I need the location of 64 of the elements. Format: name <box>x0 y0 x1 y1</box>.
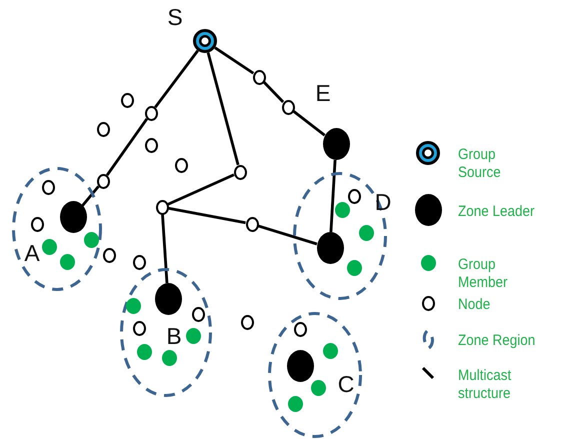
member-dot <box>126 298 140 314</box>
zone-letter: C <box>336 371 356 397</box>
connector-line <box>262 81 284 103</box>
zone-letter: B <box>165 323 183 349</box>
leader-dot <box>154 283 182 315</box>
zone-region <box>120 268 212 396</box>
legend-label: Group Source <box>458 146 502 182</box>
node-circle <box>252 70 266 84</box>
member-dot <box>346 260 362 276</box>
node-circle <box>174 158 188 172</box>
leader-dot <box>316 232 344 264</box>
node-circle <box>192 306 204 322</box>
legend-label: Group Member <box>458 256 509 292</box>
node-circle <box>144 138 158 152</box>
node-circle <box>132 254 146 270</box>
member-dot <box>310 380 326 396</box>
zone-region <box>268 312 362 438</box>
node-circle <box>282 100 294 114</box>
node-circle <box>132 320 146 336</box>
zone-letter: A <box>23 240 41 266</box>
member-dot <box>60 254 74 270</box>
node-circle <box>144 106 158 120</box>
connector-line <box>258 224 318 246</box>
leader-dot <box>60 201 86 233</box>
leader-dot <box>286 350 314 382</box>
connector-line <box>168 206 246 224</box>
connector-line <box>161 214 168 284</box>
zone-letter: D <box>374 189 392 215</box>
connector-line <box>106 118 148 176</box>
node-letter: S <box>166 4 184 30</box>
zone-region <box>12 167 102 291</box>
node-letter: E <box>314 80 332 106</box>
node-circle <box>246 216 258 232</box>
legend-label: Zone Leader <box>458 203 536 221</box>
member-dot <box>42 239 56 255</box>
member-dot <box>162 350 176 366</box>
member-dot <box>334 202 350 218</box>
legend-label: Multicast structure <box>458 367 512 403</box>
node-circle <box>120 92 134 108</box>
node-circle <box>42 180 54 194</box>
node-circle <box>96 122 110 136</box>
connector-line <box>81 186 100 207</box>
node-circle <box>240 314 254 330</box>
member-dot <box>84 232 98 248</box>
member-dot <box>186 328 200 344</box>
node-circle <box>234 164 246 180</box>
connector-line <box>292 110 326 136</box>
connector-line <box>214 46 254 74</box>
legend-label: Node <box>458 296 492 314</box>
node-circle <box>156 200 168 214</box>
member-dot <box>322 343 338 359</box>
member-dot <box>358 225 374 241</box>
connector-line <box>154 50 199 108</box>
legend-label: Zone Region <box>458 332 536 350</box>
node-circle <box>294 322 306 336</box>
connector-line <box>330 160 336 232</box>
member-dot <box>288 396 302 412</box>
node-circle <box>30 216 44 232</box>
member-dot <box>136 344 152 360</box>
node-circle <box>348 188 360 204</box>
connector-line <box>167 173 235 206</box>
connector-line <box>206 52 240 166</box>
node-circle <box>96 174 110 188</box>
node-circle <box>102 248 116 262</box>
